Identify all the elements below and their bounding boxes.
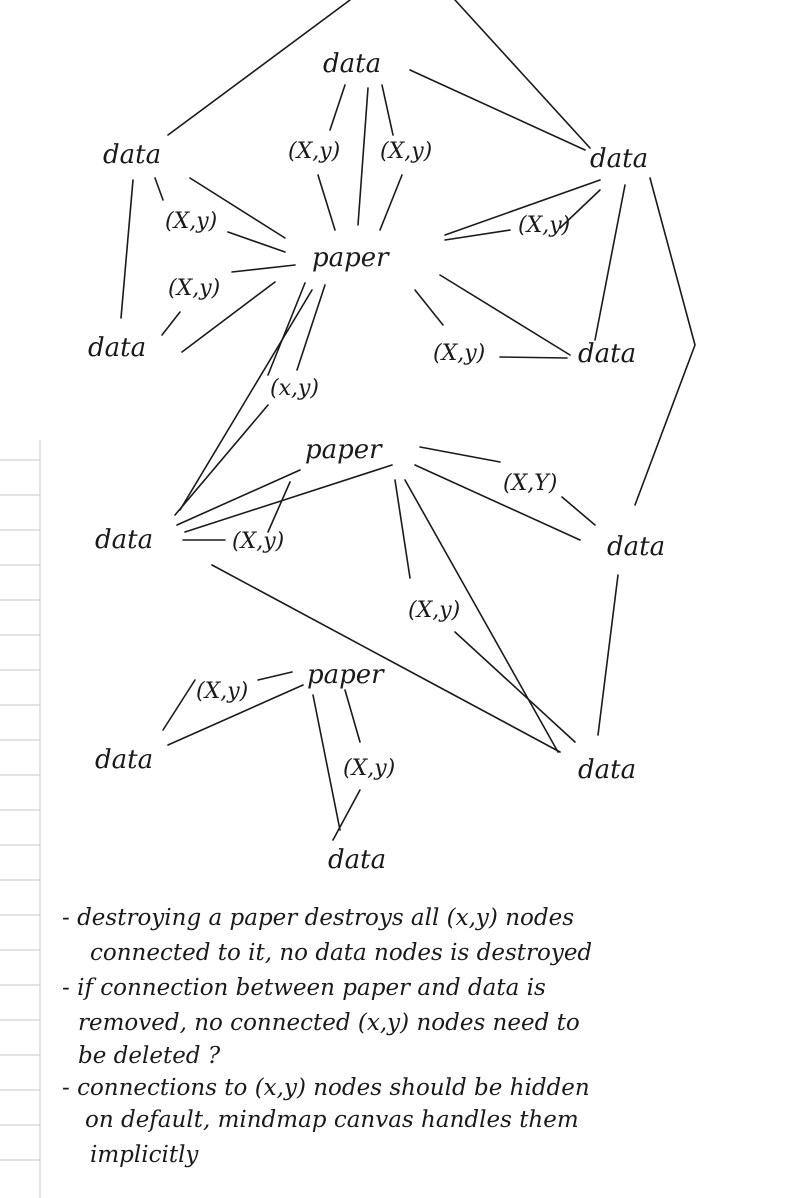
edge [184,464,393,533]
xy-node: (X,y) [196,679,248,704]
data-node: data [578,339,636,369]
edge [357,87,369,226]
edge [312,694,341,831]
xy-node: (X,y) [288,139,340,164]
paper-node: paper [305,435,383,465]
xy-node: (X,y) [518,213,570,238]
data-node: data [95,745,153,775]
edge [559,189,601,229]
xy-node: (X,y) [168,276,220,301]
edge [227,231,286,253]
edge [414,289,444,326]
data-node: data [590,144,648,174]
data-node: data [607,532,665,562]
xy-node: (X,y) [165,209,217,234]
edge [379,174,403,231]
edge [597,574,619,736]
edge [381,84,394,136]
note-line: - connections to (x,y) nodes should be h… [62,1075,590,1101]
xy-node: (x,y) [270,376,319,401]
note-line: removed, no connected (x,y) nodes need t… [78,1010,580,1036]
xy-node: (X,y) [232,529,284,554]
xy-node: (X,y) [433,341,485,366]
edge [329,84,346,131]
diagram-nodes: data data data data data paper paper dat… [88,49,665,875]
edge [444,229,511,241]
edge [211,564,561,753]
paper-node: paper [312,243,390,273]
note-line: - destroying a paper destroys all (x,y) … [62,905,574,931]
edge [439,274,571,356]
edge [634,177,696,506]
notebook-margin-ticks [0,440,41,1198]
edge [317,174,336,231]
edge [332,789,361,841]
xy-node: (X,y) [380,139,432,164]
edge [296,284,326,371]
edge [154,177,164,201]
edge [409,69,586,151]
edge [394,479,411,579]
data-node: data [328,845,386,875]
note-line: - if connection between paper and data i… [62,975,546,1001]
xy-node: (X,y) [408,598,460,623]
edge [267,282,306,376]
edge [344,689,361,743]
data-node: data [95,525,153,555]
edge [257,671,293,681]
edge [499,356,568,359]
edge [231,264,296,273]
edge [181,281,276,353]
edge [419,446,501,463]
xy-labels: (X,y) (X,y) (X,y) (X,y) (X,y) (X,y) (x,y… [165,139,570,781]
xy-node: (X,Y) [503,471,557,496]
edge [161,311,181,336]
edge [414,464,581,541]
diagram-edges [120,0,696,841]
edge [167,0,351,136]
edge [176,469,301,526]
data-node: data [88,333,146,363]
notes: - destroying a paper destroys all (x,y) … [62,905,592,1168]
note-line: implicitly [90,1142,199,1168]
edge [454,631,576,743]
edge [404,479,559,753]
xy-node: (X,y) [343,756,395,781]
note-line: connected to it, no data nodes is destro… [90,940,592,966]
note-line: be deleted ? [78,1043,221,1069]
edge [179,289,313,511]
edge [174,404,269,516]
paper-node: paper [307,660,385,690]
edge [454,0,591,149]
edge [162,679,196,731]
edge [189,177,286,239]
edge [167,684,304,746]
edge [561,496,596,526]
edge [444,179,601,236]
data-node: data [103,140,161,170]
data-node: data [323,49,381,79]
edge [267,481,291,533]
data-node: data [578,755,636,785]
edge [120,179,134,319]
note-line: on default, mindmap canvas handles them [85,1107,579,1133]
edge [594,184,626,341]
